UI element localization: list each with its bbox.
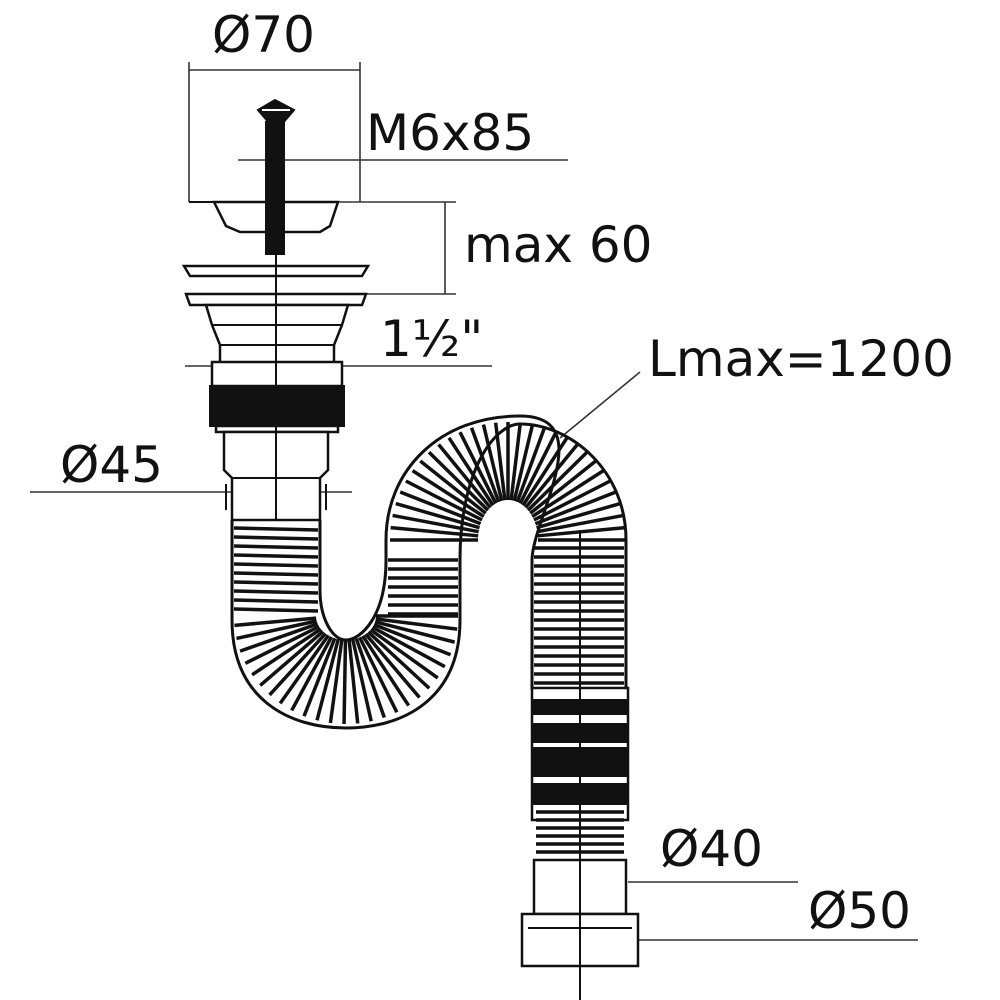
- hose-rib: [233, 607, 319, 613]
- hose-rib: [529, 459, 597, 515]
- hose-rib: [233, 598, 319, 604]
- hose-rib: [531, 469, 605, 518]
- hose-rib: [233, 571, 319, 577]
- screw: [256, 98, 296, 255]
- hose-rib: [512, 424, 535, 502]
- hose-rib: [536, 501, 621, 530]
- label-d40: Ø40: [660, 820, 763, 878]
- hose-rib: [390, 525, 479, 538]
- hose-rib: [347, 639, 360, 724]
- hose-rib: [437, 443, 492, 509]
- label-d45: Ø45: [60, 436, 163, 494]
- hose-rib: [367, 630, 431, 690]
- hose-rib: [302, 637, 337, 717]
- hose-rib: [236, 619, 318, 641]
- hose-rib: [233, 589, 319, 595]
- hose-rib: [373, 622, 452, 657]
- hose-rib: [533, 479, 611, 522]
- hose-rib: [290, 636, 333, 712]
- outlet-section: [275, 254, 640, 1000]
- hose-rib: [374, 620, 456, 644]
- hose-rib: [521, 436, 569, 507]
- hose-rib: [392, 513, 479, 534]
- hose-rib: [534, 490, 617, 526]
- hose-rib: [518, 431, 558, 505]
- hose-rib: [358, 636, 399, 714]
- hose-rib: [234, 616, 317, 628]
- label-max60: max 60: [464, 216, 652, 274]
- hose-rib: [405, 479, 483, 522]
- hose-rib: [364, 632, 421, 699]
- hose-rib: [371, 625, 446, 669]
- hose-rib: [354, 637, 386, 719]
- hose-rib: [524, 443, 579, 509]
- hose-rib: [395, 501, 480, 530]
- dimension-labels: Ø70 M6x85 max 60 1½" Lmax=1200 Ø45 Ø40 Ø…: [60, 6, 954, 940]
- hose-rib: [469, 427, 501, 503]
- hose-rib: [315, 638, 340, 721]
- hose-rib: [239, 622, 319, 653]
- label-d50: Ø50: [808, 882, 911, 940]
- hose-rib: [233, 553, 319, 559]
- hose-rib: [351, 639, 373, 722]
- hose-rib: [233, 544, 319, 550]
- hose-rib: [233, 562, 319, 568]
- hose-rib: [526, 451, 589, 512]
- hose-rib: [328, 639, 344, 724]
- hose-rib: [278, 634, 330, 705]
- hose-rib: [537, 513, 624, 534]
- label-m6x85: M6x85: [366, 104, 534, 162]
- hose-rib: [268, 632, 327, 697]
- hose-rib: [369, 628, 439, 680]
- hose-rib: [259, 630, 325, 687]
- hose-rib: [233, 526, 319, 532]
- hose-rib: [375, 617, 458, 631]
- hose-rib: [481, 424, 504, 502]
- hose-rib: [233, 535, 319, 541]
- hose-rib: [399, 490, 482, 526]
- hose-rib: [509, 422, 523, 501]
- hose-rib: [537, 525, 626, 538]
- label-thread: 1½": [380, 310, 483, 368]
- hose-rib: [342, 639, 348, 725]
- hose-rib: [427, 451, 490, 512]
- label-d70: Ø70: [212, 6, 315, 64]
- hose-rib: [447, 436, 495, 507]
- hose-rib: [244, 624, 320, 665]
- dimension-lines: [30, 62, 918, 941]
- hose-rib: [419, 459, 487, 515]
- hose-rib: [251, 627, 322, 677]
- hose-rib: [458, 431, 498, 505]
- hose-rib: [361, 634, 411, 707]
- hose-rib: [515, 427, 547, 503]
- label-lmax: Lmax=1200: [648, 330, 954, 388]
- hose-rib: [411, 469, 485, 518]
- hose-rib: [233, 580, 319, 586]
- hose-rib: [493, 422, 507, 501]
